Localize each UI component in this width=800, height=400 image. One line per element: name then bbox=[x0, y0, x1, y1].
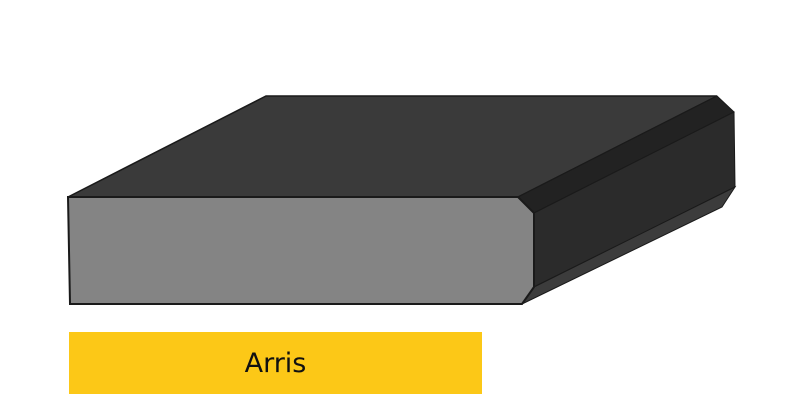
arris-label: Arris bbox=[69, 332, 482, 394]
slab-front-face bbox=[66, 196, 535, 305]
arris-label-text: Arris bbox=[244, 347, 307, 379]
